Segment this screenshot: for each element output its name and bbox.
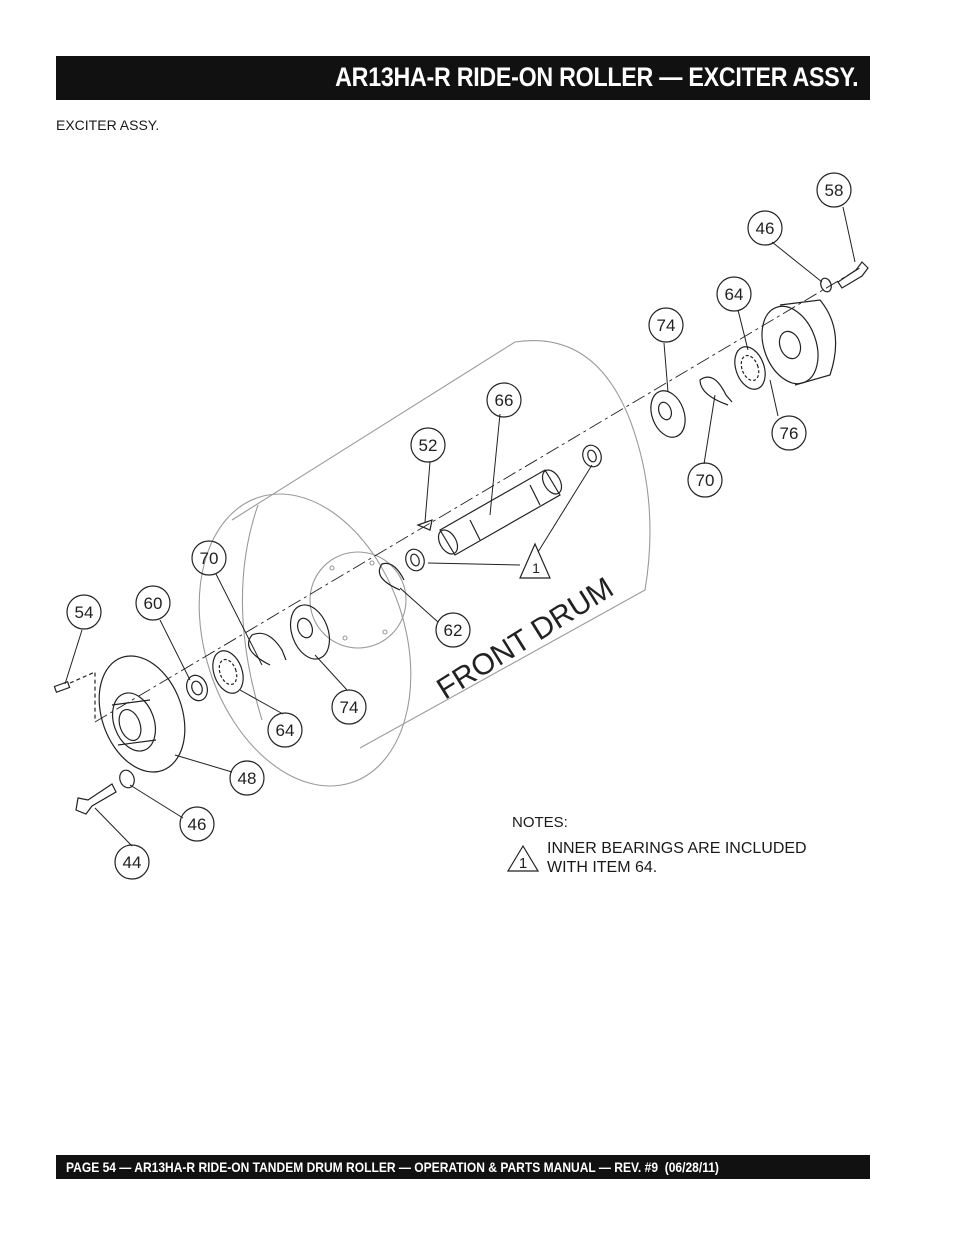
callout-70-left: 70 [200, 549, 219, 568]
callout-66: 66 [495, 391, 514, 410]
snap-ring-62 [378, 562, 405, 591]
bearing-64-right [734, 346, 766, 390]
bolt-44 [75, 783, 117, 815]
page-title: AR13HA-R RIDE-ON ROLLER — EXCITER ASSY. [334, 62, 858, 92]
shaft-66 [437, 469, 563, 556]
snap-ring-70-left [248, 632, 287, 666]
callout-70-right: 70 [696, 471, 715, 490]
callout-74-right: 74 [657, 316, 676, 335]
note-line-1: INNER BEARINGS ARE INCLUDED [547, 840, 807, 857]
callout-60: 60 [144, 594, 163, 613]
cover-76 [761, 299, 837, 386]
title-bar: AR13HA-R RIDE-ON ROLLER — EXCITER ASSY. [56, 56, 870, 100]
callout-48: 48 [238, 769, 257, 788]
note-line-2: WITH ITEM 64. [547, 859, 658, 876]
housing-74-left [289, 604, 331, 660]
footer-bar: PAGE 54 — AR13HA-R RIDE-ON TANDEM DRUM R… [56, 1155, 870, 1179]
note-marker-diagram: 1 [532, 560, 540, 576]
washer-46-left [119, 769, 135, 789]
key-52 [416, 519, 433, 531]
callout-58: 58 [825, 181, 844, 200]
callout-74-left: 74 [340, 698, 359, 717]
callout-76: 76 [780, 424, 799, 443]
note-1-text: INNER BEARINGS ARE INCLUDED WITH ITEM 64… [547, 839, 847, 877]
bearing-64-left [212, 650, 244, 694]
seal-60 [186, 674, 208, 702]
front-drum [198, 340, 651, 787]
washer-46-right [820, 277, 832, 293]
callout-46-left: 46 [188, 815, 207, 834]
note-marker-text: 1 [519, 855, 527, 872]
section-subtitle: EXCITER ASSY. [56, 117, 160, 133]
footer-text: PAGE 54 — AR13HA-R RIDE-ON TANDEM DRUM R… [66, 1159, 719, 1175]
set-screw-54 [53, 671, 96, 720]
flange-48 [98, 655, 186, 773]
notes-heading: NOTES: [512, 814, 568, 831]
callout-62: 62 [444, 621, 463, 640]
callout-52: 52 [419, 436, 438, 455]
housing-74-right [650, 390, 686, 438]
callout-46-right: 46 [756, 219, 775, 238]
callout-54: 54 [75, 603, 94, 622]
callout-64-right: 64 [725, 285, 744, 304]
note-1-marker: 1 [506, 844, 540, 872]
callout-circles [66, 172, 852, 880]
snap-ring-70-right [699, 376, 733, 406]
callout-44: 44 [123, 853, 142, 872]
note-1-triangle [519, 542, 551, 579]
bolt-58 [837, 261, 869, 289]
callout-64-left: 64 [276, 721, 295, 740]
